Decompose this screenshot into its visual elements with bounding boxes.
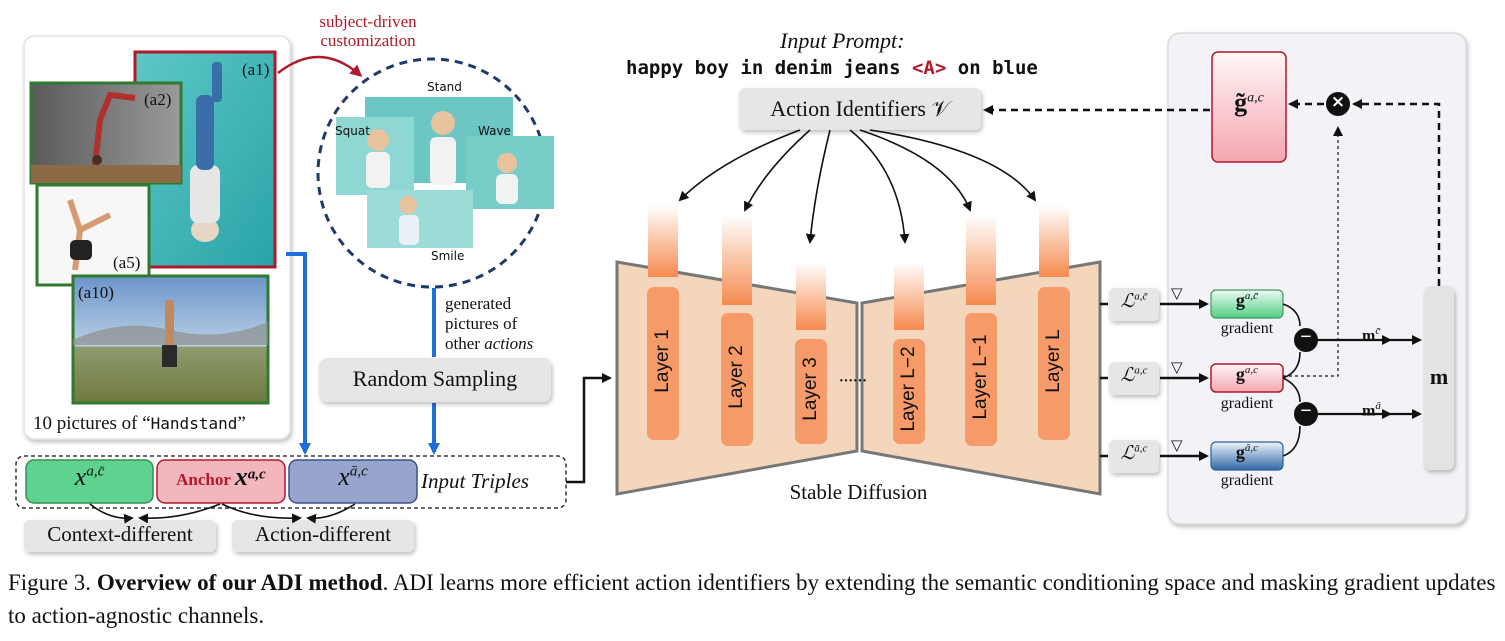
masked-gradient-box (1211, 51, 1287, 163)
identifier-arrows (678, 129, 1037, 244)
generated-label-wave: Wave (478, 124, 511, 138)
minus-node-1 (1294, 328, 1318, 352)
mask-action-label: mā (1362, 400, 1381, 420)
subject-driven-arrow (277, 55, 363, 77)
nabla-1: ▽ (1171, 286, 1183, 302)
gradient-caption-action: gradient (1220, 472, 1274, 489)
nabla-3: ▽ (1171, 438, 1183, 454)
gradient-label-anchor: ga,c (1235, 364, 1259, 384)
photo-label-a5: (a5) (113, 253, 141, 272)
random-sampling-label: Random Sampling (352, 366, 518, 391)
layer-2-label: Layer 2 (726, 345, 747, 409)
input-triples-label: Input Triples (421, 469, 529, 493)
gradient-caption-anchor: gradient (1220, 395, 1274, 412)
anchor-grad-to-mult (1283, 126, 1343, 377)
subject-driven-label: subject-driven customization (319, 12, 417, 50)
photo-a10 (71, 274, 270, 405)
mask-context-label: mc̄ (1362, 325, 1381, 345)
loss-box-context (1109, 288, 1159, 321)
multiply-node (1326, 92, 1350, 116)
generated-pictures (336, 97, 554, 248)
input-prompt-text: happy boy in denim jeans <A> on blue (626, 57, 1038, 79)
layer-1-label: Layer 1 (652, 329, 673, 393)
examples-caption: 10 pictures of “Handstand” (33, 413, 246, 434)
input-prompt-label: Input Prompt: (780, 28, 905, 53)
minus-node-2 (1294, 402, 1318, 426)
caption-body: . ADI learns more efficient action ident… (8, 570, 1496, 628)
mask-box-label: m (1429, 364, 1449, 389)
loss-box-anchor (1109, 362, 1159, 395)
gradient-caption-context: gradient (1220, 320, 1274, 337)
layer-l-2-label: Layer L−2 (898, 346, 919, 432)
action-triple-label: xā,c (338, 462, 368, 491)
layer-l-label: Layer L (1043, 329, 1064, 393)
mask-box (1424, 286, 1454, 470)
masked-gradient-label: g̃a,c (1234, 88, 1264, 117)
action-triple-box (288, 459, 418, 504)
nabla-2: ▽ (1171, 360, 1183, 376)
action-different-label: Action-different (254, 522, 392, 546)
gradient-label-action: gā,c (1235, 442, 1259, 462)
photo-label-a10: (a10) (78, 283, 114, 302)
random-sampling-box (319, 358, 551, 402)
photo-label-a2: (a2) (144, 90, 172, 109)
minus-symbol-1: − (1300, 326, 1312, 348)
gradient-label-context: ga,c̄ (1235, 290, 1259, 310)
caption-title: Overview of our ADI method (96, 570, 383, 595)
generated-label-stand: Stand (427, 80, 462, 94)
layer-l-1-label: Layer L−1 (970, 334, 991, 420)
multiply-symbol: × (1330, 92, 1346, 112)
layer-ellipsis: ······ (838, 370, 868, 392)
figure-caption: Figure 3. Overview of our ADI method. AD… (8, 570, 1496, 628)
generated-label-squat: Squat (335, 124, 370, 138)
loss-box-action (1109, 440, 1159, 473)
triples-to-sd-arrow (566, 373, 612, 484)
action-identifiers-label: Action Identifiers 𝒱 (770, 96, 950, 121)
action-identifiers-box (739, 88, 981, 130)
mask-feedback-arrow (1352, 99, 1441, 286)
layer-3-label: Layer 3 (800, 357, 821, 421)
context-triple-label: xa,c̄ (74, 462, 105, 491)
generated-note: generated pictures of other actions (445, 294, 534, 353)
stable-diffusion-label: Stable Diffusion (789, 480, 928, 504)
minus-symbol-2: − (1300, 400, 1312, 422)
layer-bars (647, 287, 1070, 446)
photo-a2 (29, 81, 183, 185)
photo-label-a1: (a1) (242, 60, 270, 79)
context-different-label: Context-different (47, 522, 193, 546)
context-different-box (24, 520, 216, 552)
examples-to-anchor-arrow (286, 252, 311, 455)
context-triple-box (25, 459, 154, 504)
loss-label-anchor: ℒa,c (1120, 364, 1148, 386)
layer-fades (648, 205, 1069, 330)
anchor-triple-label: Anchor xa,c (176, 462, 266, 491)
photo-a5 (35, 183, 151, 287)
anchor-triple-box (156, 459, 286, 504)
action-different-box (232, 520, 414, 552)
loss-label-context: ℒa,c̄ (1120, 290, 1148, 312)
loss-label-action: ℒā,c (1120, 442, 1148, 464)
generated-label-smile: Smile (431, 249, 465, 263)
